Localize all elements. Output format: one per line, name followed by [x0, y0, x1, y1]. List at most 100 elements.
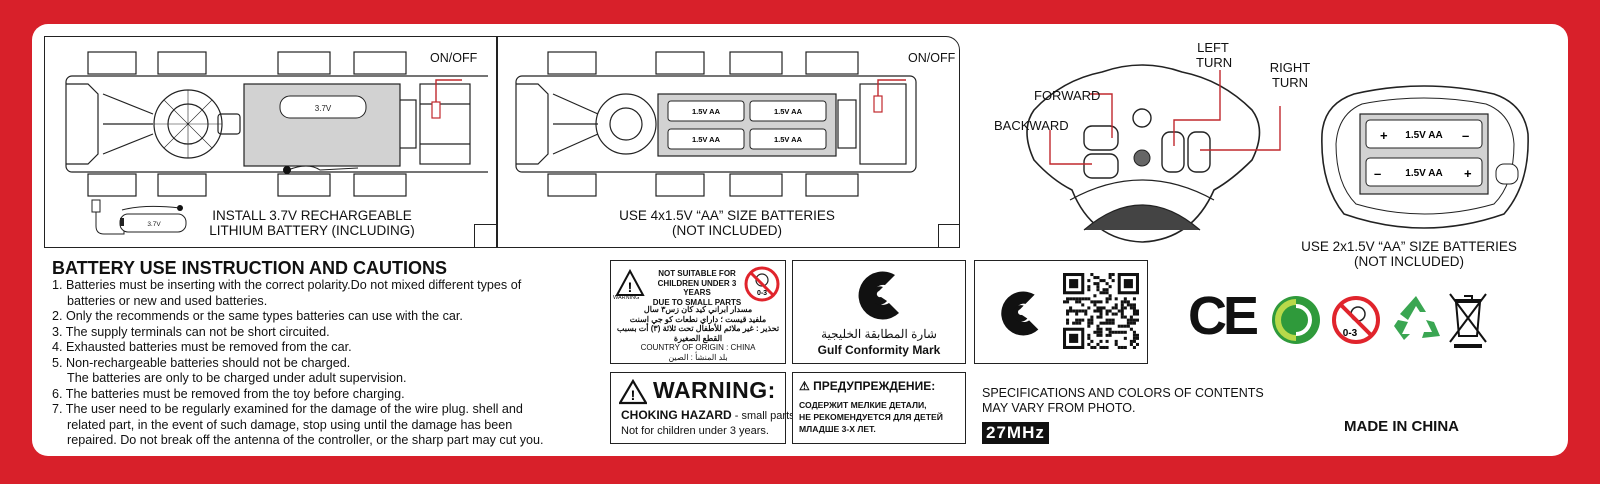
- instruction-line: 1. Batteries must be inserting with the …: [52, 278, 522, 292]
- age-warning-line3: DUE TO SMALL PARTS: [652, 297, 742, 307]
- specs-line2: MAY VARY FROM PHOTO.: [982, 401, 1136, 415]
- controller-battery-caption: USE 2x1.5V “AA” SIZE BATTERIES (NOT INCL…: [1264, 239, 1554, 269]
- lithium-battery-label: 3.7V: [315, 104, 332, 113]
- specs-line1: SPECIFICATIONS AND COLORS OF CONTENTS: [982, 386, 1264, 400]
- aa-caption: USE 4x1.5V “AA” SIZE BATTERIES (NOT INCL…: [562, 208, 892, 238]
- rechargeable-battery-cable-icon: 3.7V: [91, 199, 187, 235]
- on-off-label: ON/OFF: [908, 51, 956, 65]
- backward-label: BACKWARD: [994, 118, 1069, 133]
- small-parts-text: - small parts,: [731, 410, 798, 422]
- svg-text:–: –: [1374, 166, 1381, 181]
- made-in-china: MADE IN CHINA: [1344, 418, 1459, 435]
- svg-text:–: –: [1462, 128, 1469, 143]
- instruction-line: The batteries are only to be charged und…: [67, 371, 407, 385]
- choking-hazard-text: CHOKING HAZARD: [621, 408, 732, 422]
- instruction-line: repaired. Do not break off the antenna o…: [67, 433, 544, 447]
- battery-compartment: [243, 83, 401, 167]
- left-turn-label: LEFT TURN: [1196, 40, 1233, 70]
- power-switch: [873, 95, 883, 113]
- packaging-panel: 3.7V ON/OFF 3.7V INSTALL 3.7V RECHARGEAB…: [32, 24, 1568, 456]
- controller-caption-line1: USE 2x1.5V “AA” SIZE BATTERIES: [1301, 239, 1517, 254]
- power-switch: [431, 101, 441, 119]
- instruction-line: 5. Non-rechargeable batteries should not…: [52, 355, 351, 370]
- country-of-origin: COUNTRY OF ORIGIN : CHINA: [640, 343, 756, 352]
- specs-notice: SPECIFICATIONS AND COLORS OF CONTENTS MA…: [982, 386, 1264, 416]
- gulf-mark-arabic: شارة المطابقة الخليجية: [821, 327, 937, 341]
- aa-caption-line1: USE 4x1.5V “AA” SIZE BATTERIES: [619, 208, 835, 223]
- lithium-caption-line2: LITHIUM BATTERY (INCLUDING): [209, 223, 415, 238]
- arabic-line2: ملفيد قيست ؛ داراي نطعات كو جي اسنت: [629, 314, 767, 324]
- country-of-origin-arabic: بلد المنشأ : الصين: [668, 352, 728, 362]
- left-turn-line2: TURN: [1196, 55, 1233, 70]
- car-underside-aa: 1.5V AA 1.5V AA 1.5V AA 1.5V AA: [515, 51, 917, 197]
- arabic-line4: القطع الصغيرة: [673, 333, 723, 343]
- ce-mark: CE: [1188, 286, 1259, 346]
- left-turn-line1: LEFT: [1197, 40, 1229, 55]
- svg-text:!: !: [631, 387, 636, 403]
- instruction-line: 4. Exhausted batteries must be removed f…: [52, 340, 352, 354]
- aa-caption-line2: (NOT INCLUDED): [671, 223, 782, 238]
- controller-back: + – – + 1.5V AA 1.5V AA: [1321, 85, 1529, 229]
- right-turn-line1: RIGHT: [1269, 60, 1311, 75]
- corner-tab: [474, 224, 496, 248]
- instruction-line: 3. The supply terminals can not be short…: [52, 324, 330, 339]
- instruction-line: 2. Only the recommends or the same types…: [52, 309, 463, 323]
- controller-cell-label: 1.5V AA: [1405, 130, 1442, 141]
- age-range: 0-3: [757, 290, 767, 297]
- arabic-line1: مسدار ابراني كيد كان زس٣ سال: [643, 305, 753, 314]
- gulf-conformity-mark: شارة المطابقة الخليجية Gulf Conformity M…: [792, 260, 966, 364]
- svg-text:+: +: [1464, 166, 1472, 181]
- lithium-battery: [279, 95, 367, 119]
- warning-triangle-icon: !: [619, 379, 647, 405]
- aa-cells: 1.5V AA 1.5V AA 1.5V AA 1.5V AA: [667, 100, 827, 150]
- russian-warning: ⚠ ПРЕДУПРЕЖДЕНИЕ: СОДЕРЖИТ МЕЛКИЕ ДЕТАЛИ…: [792, 372, 966, 444]
- gulf-qr-box: [974, 260, 1148, 364]
- warning-triangle-icon: !: [615, 269, 645, 296]
- russian-warning-title: ПРЕДУПРЕЖДЕНИЕ:: [813, 379, 936, 393]
- russian-line1: СОДЕРЖИТ МЕЛКИЕ ДЕТАЛИ,: [799, 400, 927, 410]
- corner-tab: [938, 224, 960, 248]
- green-dot-icon: [1272, 296, 1320, 344]
- no-under-3-icon: 0-3: [744, 266, 780, 302]
- qr-code: [1063, 273, 1139, 349]
- forward-label: FORWARD: [1034, 88, 1101, 103]
- arabic-line3: تحذير : غير ملائم للأطفال تحت ثلاثة (٣) …: [616, 324, 780, 333]
- instruction-line: 6. The batteries must be removed from th…: [52, 386, 405, 401]
- svg-text:+: +: [1380, 128, 1388, 143]
- warning-word: WARNING: [613, 295, 640, 301]
- aa-cell-label: 1.5V AA: [774, 107, 803, 116]
- instruction-line: batteries or new and used batteries.: [67, 293, 268, 308]
- frequency-badge: 27MHz: [982, 422, 1049, 444]
- right-turn-label: RIGHT TURN: [1266, 60, 1314, 90]
- age-warning-line2: CHILDREN UNDER 3 YEARS: [657, 278, 737, 298]
- warning-title: WARNING:: [653, 377, 776, 403]
- controller-caption-line2: (NOT INCLUDED): [1353, 254, 1464, 269]
- instructions-list: 1. Batteries must be inserting with the …: [52, 278, 544, 449]
- lithium-caption: INSTALL 3.7V RECHARGEABLE LITHIUM BATTER…: [192, 208, 432, 238]
- controller-front: [1026, 64, 1281, 243]
- weee-bin-icon: [1449, 293, 1487, 348]
- recycle-icon: [1394, 296, 1440, 340]
- aa-cell-label: 1.5V AA: [692, 135, 721, 144]
- instructions-title: BATTERY USE INSTRUCTION AND CAUTIONS: [52, 258, 448, 278]
- on-off-label: ON/OFF: [430, 51, 478, 65]
- controller-cell-label: 1.5V AA: [1405, 168, 1442, 179]
- age-range: 0-3: [1343, 328, 1358, 339]
- russian-line3: МЛАДШЕ 3-Х ЛЕТ.: [799, 424, 876, 434]
- gulf-mark-logo: [1001, 291, 1039, 336]
- panel-divider: [496, 36, 498, 248]
- no-under-3-icon: 0-3: [1332, 296, 1380, 344]
- age-warning-text: Not for children under 3 years.: [621, 425, 769, 437]
- aa-cell-label: 1.5V AA: [774, 135, 803, 144]
- aa-cell-label: 1.5V AA: [692, 107, 721, 116]
- right-turn-line2: TURN: [1271, 75, 1309, 90]
- car-underside-lithium: 3.7V: [65, 51, 488, 197]
- lithium-caption-line1: INSTALL 3.7V RECHARGEABLE: [212, 208, 412, 223]
- instruction-line: 7. The user need to be regularly examine…: [52, 402, 523, 416]
- arabic-warning-label: ! WARNING NOT SUITABLE FOR CHILDREN UNDE…: [610, 260, 786, 364]
- choking-hazard-warning: ! WARNING: CHOKING HAZARD - small parts,…: [610, 372, 798, 444]
- russian-line2: НЕ РЕКОМЕНДУЕТСЯ ДЛЯ ДЕТЕЙ: [799, 412, 943, 422]
- gulf-mark-english: Gulf Conformity Mark: [817, 343, 941, 357]
- cable-battery-label: 3.7V: [147, 221, 161, 228]
- svg-text:!: !: [628, 279, 633, 295]
